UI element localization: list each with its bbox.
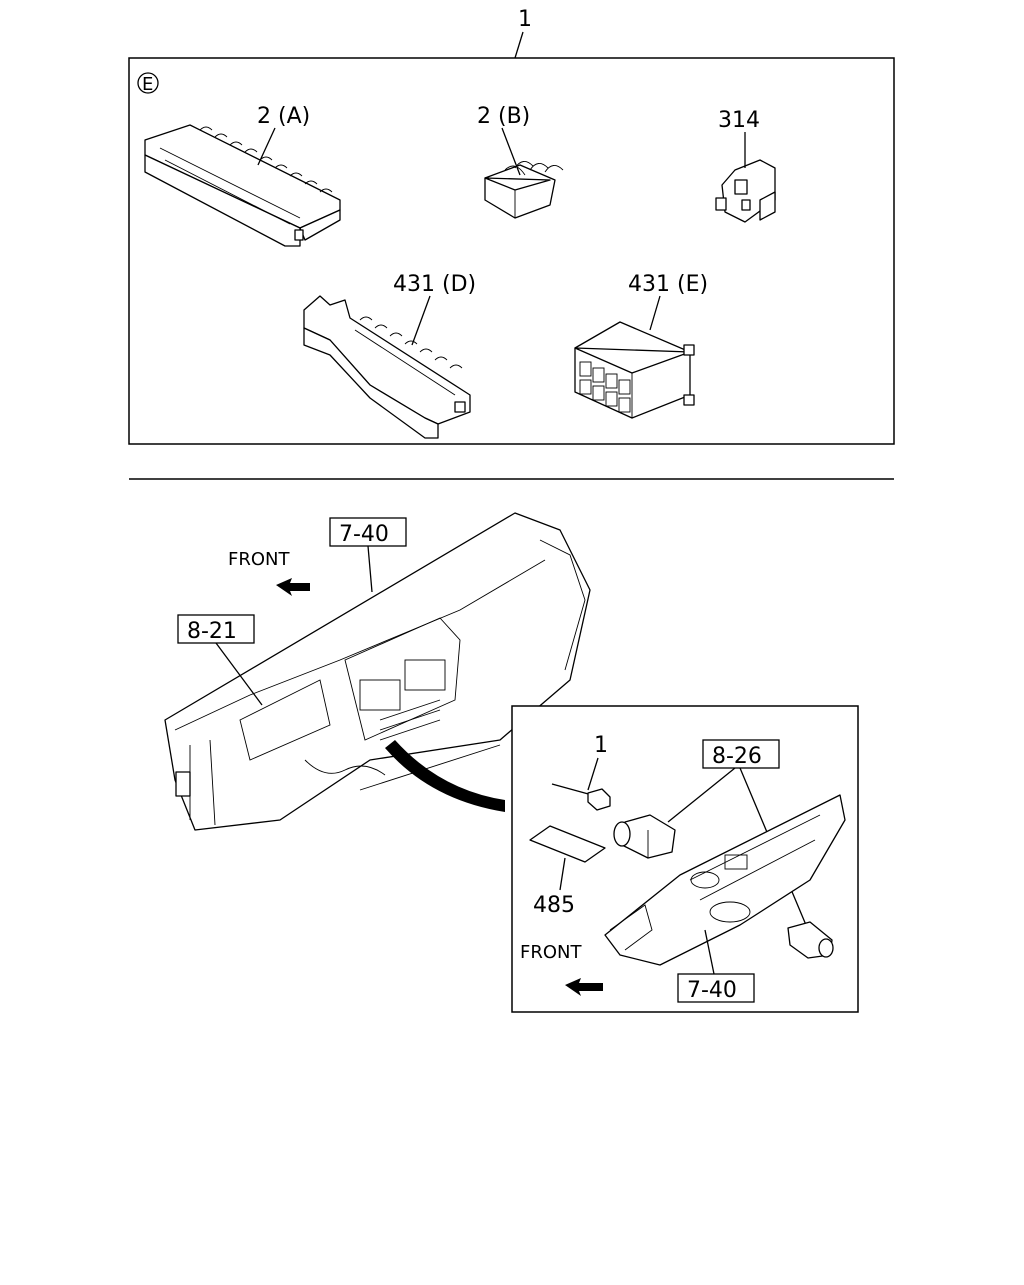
leader-7-40-bottom	[704, 929, 715, 975]
connector-431e-drawing	[574, 321, 695, 419]
label-314: 314	[718, 108, 760, 133]
ref-8-21: 8-21	[187, 619, 237, 644]
front-arrow-left-icon	[276, 578, 310, 596]
leader-8-26-a	[667, 767, 736, 823]
inset-callout-1: 1	[594, 733, 608, 758]
leader-431e	[649, 295, 661, 331]
connector-314-drawing	[715, 159, 776, 223]
label-2a: 2 (A)	[257, 104, 310, 129]
ref-box-7-40-bottom	[677, 973, 755, 1003]
label-2b: 2 (B)	[477, 104, 530, 129]
leader-431d	[411, 295, 431, 346]
dashboard-drawing	[164, 512, 591, 831]
leader-7-40-top	[367, 545, 373, 593]
plate-485-drawing	[529, 825, 606, 863]
top-callout-1: 1	[518, 7, 532, 32]
connector-431d-drawing	[303, 295, 471, 439]
leader-8-21	[215, 642, 263, 706]
leader-2b	[501, 127, 521, 176]
front-label-left: FRONT	[228, 549, 290, 570]
bulb-part-drawing	[551, 783, 611, 811]
ref-7-40-top: 7-40	[339, 522, 389, 547]
socket-part-drawing	[787, 921, 834, 959]
switch-part-drawing	[613, 814, 676, 859]
connector-2a-drawing	[144, 124, 341, 247]
console-panel-drawing	[604, 794, 846, 966]
label-431d: 431 (D)	[393, 272, 476, 297]
connector-2b-drawing	[484, 161, 564, 219]
ref-box-8-26	[702, 739, 780, 769]
leader-485	[559, 857, 566, 891]
ref-box-8-21	[177, 614, 255, 644]
connector-set-frame	[128, 57, 895, 445]
ref-8-26: 8-26	[712, 744, 762, 769]
front-label-inset: FRONT	[520, 942, 582, 963]
top-callout-leader	[514, 31, 524, 59]
leader-inset-1	[587, 757, 599, 791]
detail-swoosh	[385, 740, 505, 812]
ref-7-40-bottom: 7-40	[687, 978, 737, 1003]
inset-callout-485: 485	[533, 893, 575, 918]
svg-text:E: E	[142, 74, 153, 95]
leader-2a	[257, 127, 276, 166]
front-arrow-inset-icon	[565, 978, 603, 996]
section-badge-e: E	[137, 72, 159, 95]
label-431e: 431 (E)	[628, 272, 708, 297]
ref-box-7-40-top	[329, 517, 407, 547]
